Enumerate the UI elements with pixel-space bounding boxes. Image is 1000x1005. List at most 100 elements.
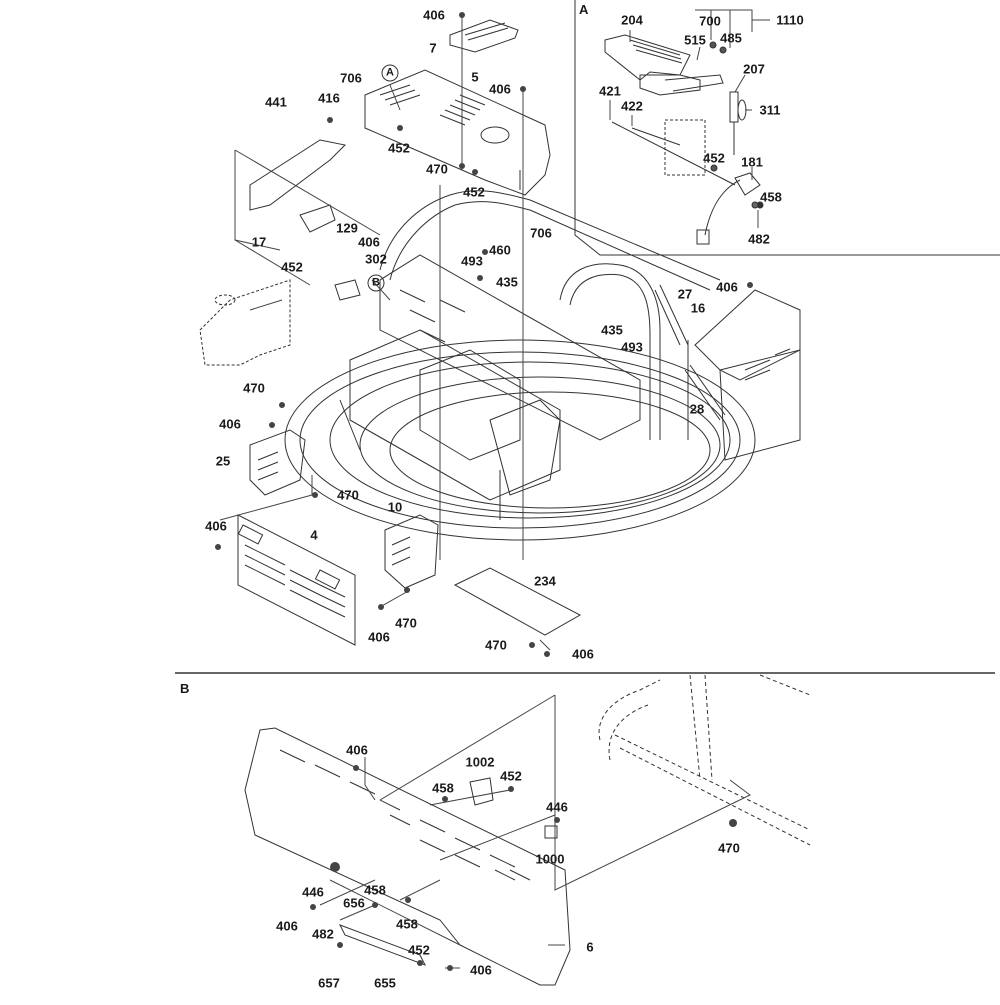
callout: 470 bbox=[485, 637, 507, 653]
callout: 1000 bbox=[535, 851, 565, 867]
callout: 452 bbox=[408, 942, 430, 958]
callout: 452 bbox=[388, 140, 410, 156]
section-marker-b-label: B bbox=[372, 276, 380, 289]
detail-b-leaders bbox=[320, 695, 750, 968]
callout: 493 bbox=[461, 253, 483, 269]
callout: 446 bbox=[546, 799, 568, 815]
callout: 7 bbox=[429, 40, 437, 56]
callout: 482 bbox=[748, 231, 770, 247]
callout: 657 bbox=[318, 975, 340, 991]
callout: 406 bbox=[489, 81, 511, 97]
callout: 406 bbox=[470, 962, 492, 978]
plate-234 bbox=[455, 568, 580, 635]
side-panel-10 bbox=[385, 515, 438, 588]
callout: 452 bbox=[463, 184, 485, 200]
callout: 435 bbox=[496, 274, 518, 290]
callout: 129 bbox=[336, 220, 358, 236]
callout: 446 bbox=[302, 884, 324, 900]
fasteners bbox=[215, 12, 753, 657]
rail-28 bbox=[685, 365, 725, 420]
callout: 16 bbox=[690, 300, 706, 316]
callout: 460 bbox=[489, 242, 511, 258]
callout: 706 bbox=[340, 70, 362, 86]
callout: 6 bbox=[586, 939, 594, 955]
callout: 406 bbox=[219, 416, 241, 432]
callout: 458 bbox=[760, 189, 782, 205]
section-marker-b bbox=[368, 275, 384, 291]
callout: 406 bbox=[572, 646, 594, 662]
callout: 207 bbox=[743, 61, 765, 77]
mower-chassis bbox=[285, 191, 755, 540]
callout: 406 bbox=[346, 742, 368, 758]
callout: 1110 bbox=[776, 12, 804, 28]
callout: 234 bbox=[534, 573, 556, 589]
callout: 17 bbox=[251, 234, 267, 250]
callout: 470 bbox=[243, 380, 265, 396]
callout: 406 bbox=[276, 918, 298, 934]
callout: 422 bbox=[621, 98, 643, 114]
callout: 406 bbox=[423, 7, 445, 23]
callout: 515 bbox=[684, 32, 706, 48]
callout: 470 bbox=[426, 161, 448, 177]
control-panel-6 bbox=[245, 728, 570, 985]
detail-b-tag: B bbox=[180, 681, 190, 696]
callout: 441 bbox=[265, 94, 287, 110]
callout: 706 bbox=[530, 225, 552, 241]
detail-a-tag: A bbox=[579, 2, 589, 17]
callout: 25 bbox=[215, 453, 231, 469]
callout: 406 bbox=[368, 629, 390, 645]
callout: 302 bbox=[365, 251, 387, 267]
callout: 406 bbox=[358, 234, 380, 250]
callout: 204 bbox=[621, 12, 643, 28]
callout: 406 bbox=[716, 279, 738, 295]
side-panel-25 bbox=[250, 430, 305, 495]
rollbar-outline bbox=[599, 675, 810, 845]
detail-b-fasteners bbox=[310, 765, 737, 971]
rear-cover-16 bbox=[695, 290, 800, 460]
callout: 435 bbox=[601, 322, 623, 338]
leader-frames-main bbox=[235, 150, 380, 310]
callout: 470 bbox=[337, 487, 359, 503]
relay-1000 bbox=[545, 826, 557, 838]
callout: 27 bbox=[677, 286, 693, 302]
callout: 311 bbox=[759, 102, 781, 118]
callout: 181 bbox=[741, 154, 763, 170]
callout: 5 bbox=[471, 69, 479, 85]
callout: 655 bbox=[374, 975, 396, 991]
callout: 28 bbox=[689, 401, 705, 417]
callout: 485 bbox=[720, 30, 742, 46]
callout: 406 bbox=[205, 518, 227, 534]
callout: 470 bbox=[718, 840, 740, 856]
fuel-tank-outline bbox=[200, 280, 290, 365]
callout: 10 bbox=[387, 499, 403, 515]
detail-a-frame bbox=[575, 0, 1000, 255]
callout: 458 bbox=[432, 780, 454, 796]
side-bracket bbox=[250, 140, 360, 300]
callout: 452 bbox=[703, 150, 725, 166]
callout: 1002 bbox=[465, 754, 495, 770]
callout: 421 bbox=[599, 83, 621, 99]
callout: 482 bbox=[312, 926, 334, 942]
vent-cover bbox=[450, 20, 518, 52]
callout: 452 bbox=[281, 259, 303, 275]
front-panel-4 bbox=[238, 515, 355, 645]
tube-27 bbox=[655, 285, 688, 440]
callout: 493 bbox=[621, 339, 643, 355]
callout: 470 bbox=[395, 615, 417, 631]
callout: 700 bbox=[699, 13, 721, 29]
callout: 656 bbox=[343, 895, 365, 911]
pedal-assembly bbox=[605, 35, 763, 244]
callout: 458 bbox=[396, 916, 418, 932]
bracket-655 bbox=[340, 925, 425, 965]
detail-a-leaders bbox=[610, 10, 770, 228]
callout: 416 bbox=[318, 90, 340, 106]
section-marker-a-label: A bbox=[386, 66, 394, 79]
module-1002 bbox=[470, 778, 493, 805]
callout: 458 bbox=[364, 882, 386, 898]
callout: 452 bbox=[500, 768, 522, 784]
callout: 4 bbox=[310, 527, 318, 543]
section-marker-a bbox=[382, 65, 398, 81]
main-leaders bbox=[220, 15, 550, 650]
